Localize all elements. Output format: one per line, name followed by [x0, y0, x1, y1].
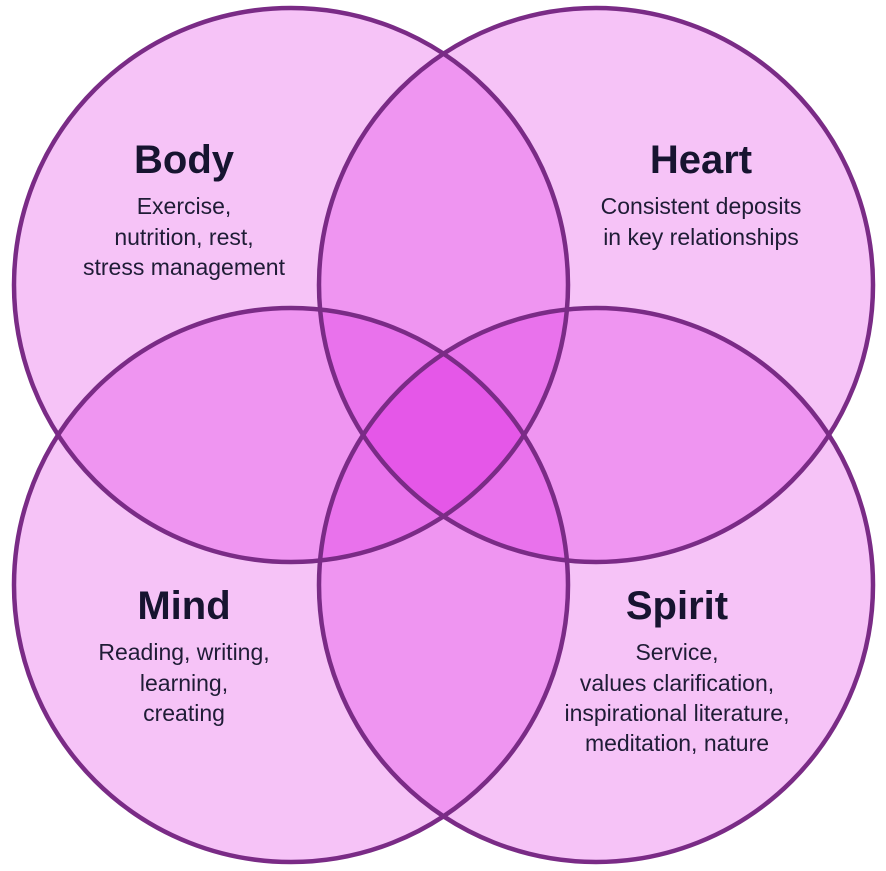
mind-description-line: creating	[143, 700, 225, 726]
spirit-description-line: inspirational literature,	[564, 700, 789, 726]
heart-description-line: Consistent deposits	[601, 193, 802, 219]
body-title: Body	[134, 138, 235, 182]
outline-mind	[11, 305, 571, 865]
circle-fills	[14, 8, 873, 862]
circle-outlines	[11, 5, 876, 865]
spirit-label-group: Spirit Service, values clarification, in…	[564, 584, 789, 756]
circle-heart	[319, 8, 873, 562]
spirit-description-line: Service,	[635, 639, 718, 665]
body-description-line: nutrition, rest,	[114, 224, 253, 250]
mind-title: Mind	[137, 584, 230, 628]
heart-title: Heart	[650, 138, 752, 182]
spirit-title: Spirit	[626, 584, 728, 628]
outline-body	[11, 5, 571, 565]
mind-label-group: Mind Reading, writing, learning, creatin…	[98, 584, 269, 726]
circle-spirit	[319, 308, 873, 862]
mind-description-line: learning,	[140, 670, 228, 696]
heart-label-group: Heart Consistent deposits in key relatio…	[601, 138, 802, 250]
body-label-group: Body Exercise, nutrition, rest, stress m…	[83, 138, 286, 280]
circle-mind	[14, 308, 568, 862]
outline-heart	[316, 5, 876, 565]
spirit-description-line: meditation, nature	[585, 730, 769, 756]
body-description-line: stress management	[83, 254, 286, 280]
spirit-description-line: values clarification,	[580, 670, 774, 696]
heart-description-line: in key relationships	[603, 224, 799, 250]
body-description-line: Exercise,	[137, 193, 232, 219]
mind-description-line: Reading, writing,	[98, 639, 269, 665]
outline-spirit	[316, 305, 876, 865]
circle-body	[14, 8, 568, 562]
